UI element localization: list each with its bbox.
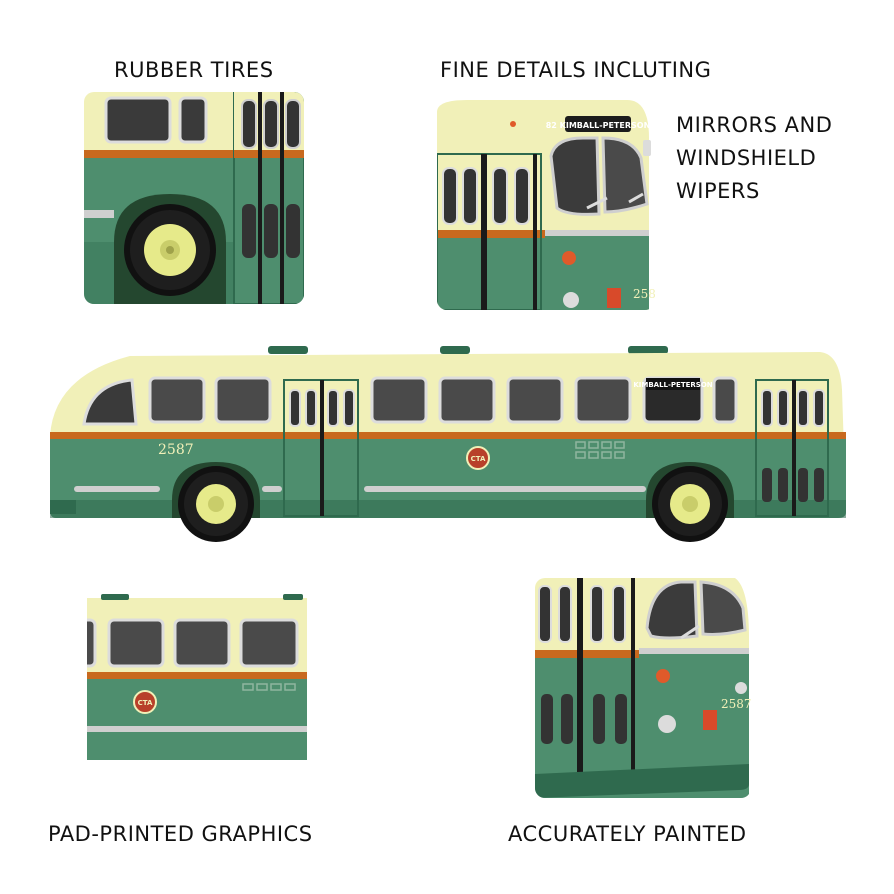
bus-side-view: KIMBALL-PETERSON 2587 CTA <box>40 340 850 550</box>
front-fleet-number: 2587 <box>633 287 655 301</box>
caption-rubber-tires: RUBBER TIRES <box>114 58 274 82</box>
closeup-fleet-number: 2587 <box>721 697 751 711</box>
caption-fine-details: FINE DETAILS INCLUTING <box>440 58 712 82</box>
front-door <box>283 379 359 517</box>
tire-closeup-photo <box>84 92 304 304</box>
paint-closeup-photo: 2587 <box>535 578 751 798</box>
destination-sign: KIMBALL-PETERSON <box>633 381 712 389</box>
route-sign-text: 82 KIMBALL-PETERSON <box>546 121 651 130</box>
caption-wipers: WIPERS <box>676 179 760 203</box>
front-details-photo: 82 KIMBALL-PETERSON 2587 <box>437 98 655 310</box>
graphics-closeup-photo: CTA <box>87 594 307 760</box>
caption-accurately-painted: ACCURATELY PAINTED <box>508 822 747 846</box>
caption-windshield: WINDSHIELD <box>676 146 817 170</box>
fleet-number: 2587 <box>158 442 194 458</box>
rear-door <box>755 379 829 517</box>
cta-logo: CTA <box>466 446 490 470</box>
caption-mirrors: MIRRORS AND <box>676 113 833 137</box>
front-wheel <box>178 466 254 542</box>
svg-text:CTA: CTA <box>471 455 486 463</box>
rear-wheel <box>652 466 728 542</box>
cta-logo-closeup: CTA <box>138 699 153 707</box>
caption-pad-printed: PAD-PRINTED GRAPHICS <box>48 822 313 846</box>
